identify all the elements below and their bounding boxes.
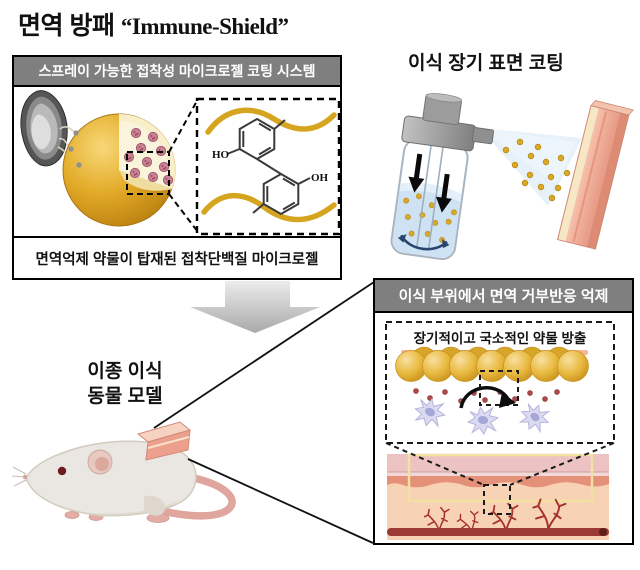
animal-model-line1: 이종 이식 — [87, 361, 163, 382]
immune-suppression-illustration: 장기적이고 국소적인 약물 방출 — [385, 321, 615, 540]
whiskers — [12, 466, 27, 487]
microgel-system-header: 스프레이 가능한 접착성 마이크로젤 코팅 시스템 — [14, 57, 340, 87]
bottom-vessel — [387, 528, 609, 536]
microgel-row — [395, 346, 589, 382]
flow-down-arrow-icon — [190, 281, 320, 333]
zoom-dashed-box — [126, 98, 199, 233]
animal-model-line2: 동물 모델 — [87, 385, 163, 407]
microgel-caption: 면역억제 약물이 탑재된 접착단백질 마이크로젤 — [14, 236, 340, 278]
page-title-korean: 면역 방패 — [18, 12, 121, 40]
polymer-strands — [201, 107, 337, 223]
release-panel-title: 장기적이고 국소적인 약물 방출 — [414, 330, 587, 346]
release-panel: 장기적이고 국소적인 약물 방출 — [385, 321, 615, 444]
bottle-cap — [401, 93, 495, 152]
microgel-sphere — [62, 113, 176, 227]
spray-bottle — [390, 93, 495, 261]
down-arrows — [408, 153, 452, 213]
chemical-structure-box: HO OH — [195, 97, 340, 236]
animal-model-label: 이종 이식 동물 모델 — [45, 360, 205, 409]
release-arrow-icon — [459, 386, 516, 409]
page-title: 면역 방패 “Immune-Shield” — [18, 6, 289, 42]
biphenyl-structure — [226, 117, 311, 216]
oh-label: OH — [311, 172, 329, 184]
bottle-liquid — [392, 182, 462, 258]
microgel-illustration: HO OH — [20, 90, 340, 236]
mouse-eye — [57, 466, 67, 476]
spray-section-title: 이식 장기 표면 코팅 — [408, 53, 564, 74]
spray-illustration — [390, 93, 634, 261]
tissue-slab — [556, 100, 634, 250]
page-title-english: “Immune-Shield” — [120, 14, 289, 39]
ho-label: HO — [212, 149, 230, 161]
zoom-converge-lines — [385, 442, 615, 515]
immune-suppression-header: 이식 부위에서 면역 거부반응 억제 — [375, 280, 632, 313]
dip-tube-2 — [427, 145, 445, 251]
spray-droplets — [502, 138, 571, 202]
immune-suppression-panel: 이식 부위에서 면역 거부반응 억제 장기적이고 국소적인 약물 방출 — [373, 278, 634, 545]
dip-tube — [415, 143, 433, 249]
microgel-system-panel: 스프레이 가능한 접착성 마이크로젤 코팅 시스템 — [12, 55, 342, 280]
nozzle — [471, 127, 495, 145]
tissue-cross-section — [385, 442, 615, 540]
mussel-icon — [20, 90, 68, 167]
coated-graft-outline — [407, 453, 594, 503]
recirculation-arrow — [397, 233, 450, 251]
mouse-illustration — [12, 421, 236, 523]
graft-interface-layer — [387, 476, 609, 488]
